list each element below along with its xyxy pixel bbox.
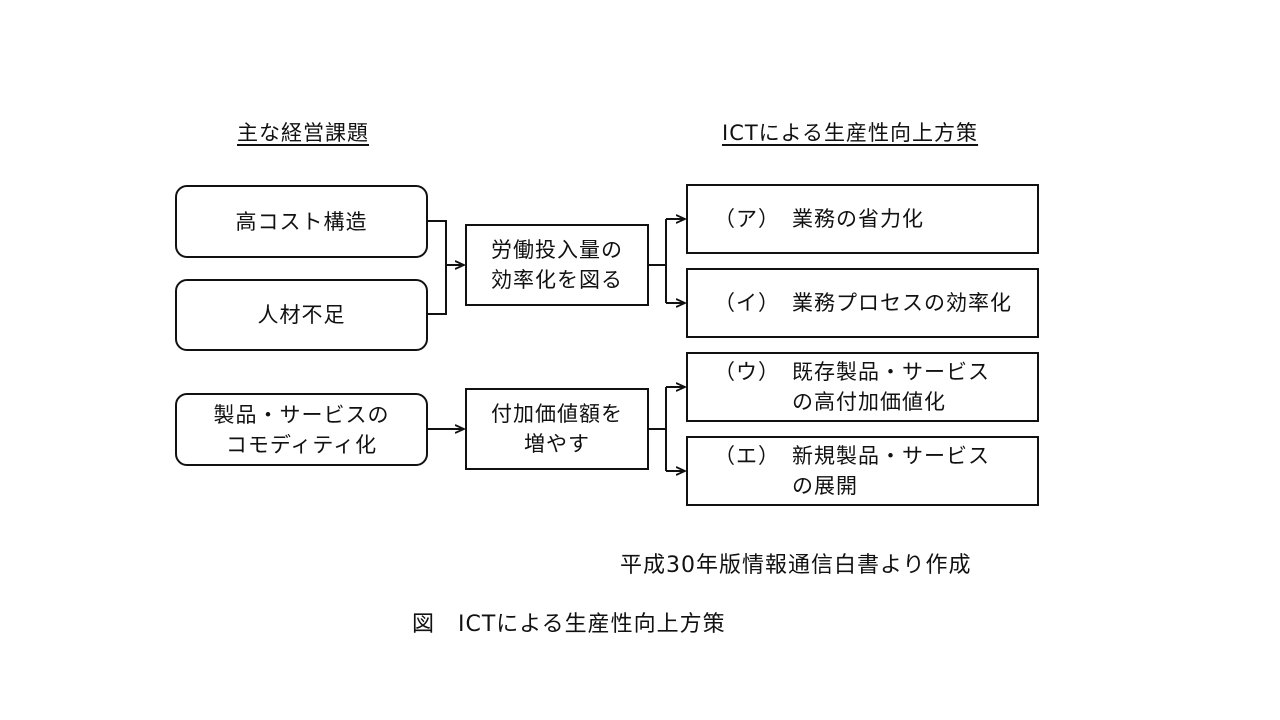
issue-box-commoditization: 製品・サービスの コモディティ化 (175, 393, 428, 466)
measure-tag: （ウ） (714, 360, 780, 384)
issue-label: 人材不足 (257, 303, 346, 327)
middle-label-line1: 付加価値額を (491, 402, 623, 426)
middle-box-value-added: 付加価値額を 増やす (465, 388, 649, 470)
issue-box-high-cost: 高コスト構造 (175, 185, 428, 258)
measure-label-line2: の展開 (792, 474, 858, 498)
issue-label: 高コスト構造 (235, 209, 368, 234)
measure-box-d: （エ） 新規製品・サービス の展開 (686, 436, 1039, 506)
measure-label: 業務プロセスの効率化 (792, 291, 1012, 315)
connector-issue2 (428, 265, 447, 315)
measure-label-line1: 既存製品・サービス (792, 360, 990, 384)
middle-label-line2: 増やす (524, 432, 590, 456)
measure-label-line2: の高付加価値化 (792, 390, 946, 414)
connector-issue1 (428, 220, 447, 265)
measure-tag: （ア） (714, 207, 780, 231)
issue-label-line1: 製品・サービスの (213, 402, 390, 427)
measure-tag: （イ） (714, 291, 780, 315)
heading-ict-measures: ICTによる生産性向上方策 (722, 121, 979, 145)
middle-box-labor-efficiency: 労働投入量の 効率化を図る (465, 224, 649, 306)
middle-label-line2: 効率化を図る (491, 268, 623, 292)
heading-management-issues: 主な経営課題 (237, 121, 369, 145)
measure-label: 業務の省力化 (792, 207, 924, 231)
measure-box-b: （イ） 業務プロセスの効率化 (686, 268, 1039, 338)
measure-tag: （エ） (714, 444, 780, 468)
middle-label-line1: 労働投入量の (491, 238, 623, 262)
measure-label-line1: 新規製品・サービス (792, 444, 990, 468)
issue-label-line2: コモディティ化 (225, 432, 378, 457)
figure-caption: 図 ICTによる生産性向上方策 (412, 612, 726, 637)
measure-box-c: （ウ） 既存製品・サービス の高付加価値化 (686, 352, 1039, 422)
source-note: 平成30年版情報通信白書より作成 (620, 553, 972, 578)
measure-box-a: （ア） 業務の省力化 (686, 184, 1039, 254)
issue-box-labor-shortage: 人材不足 (175, 279, 428, 351)
